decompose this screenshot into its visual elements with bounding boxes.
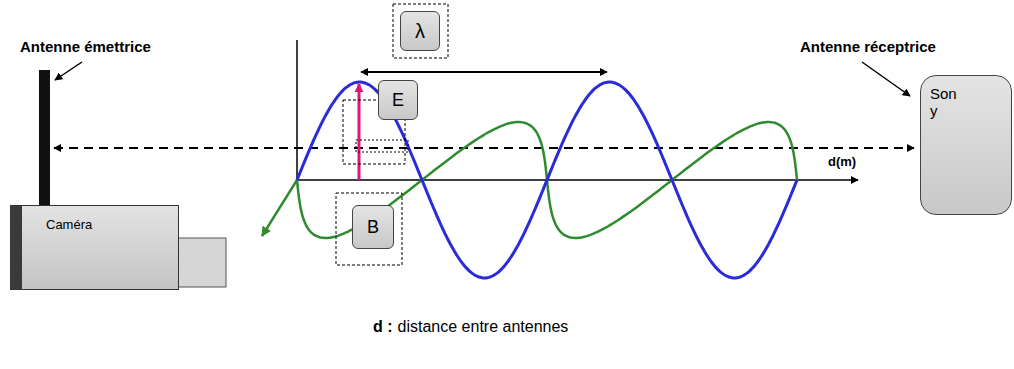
node-text: E: [392, 90, 404, 111]
symbol-box: λ: [400, 11, 440, 51]
dashed-frame: [393, 4, 448, 58]
axis-line: [262, 180, 297, 236]
dashed-frame: [336, 193, 402, 265]
electric-wave: [297, 82, 797, 278]
propagation-line: [54, 147, 914, 149]
symbol-box: E: [378, 80, 418, 120]
dotted-frame: [356, 140, 408, 152]
node-text: Son y: [930, 85, 966, 120]
camera-lens: [177, 238, 226, 287]
leader-arrow: [862, 62, 910, 96]
node-text: λ: [415, 20, 425, 43]
antenna-mast: [39, 70, 50, 210]
axis-line: [297, 179, 858, 181]
leader-arrow: [55, 62, 82, 80]
field-vector: [358, 84, 361, 180]
axis-line: [296, 40, 298, 180]
node-text: B: [367, 217, 379, 238]
node-text: Caméra: [46, 218, 154, 233]
symbol-box: B: [352, 205, 394, 249]
legend-text: distance entre antennes: [398, 318, 569, 336]
axis-label: d(m): [828, 154, 856, 169]
wavelength-arrow: [361, 71, 607, 73]
receiver-box: Son y: [920, 75, 1012, 215]
legend-key: d :: [373, 318, 393, 336]
camera-body: Caméra: [10, 205, 179, 290]
antenna-label: Antenne réceptrice: [800, 38, 936, 55]
antenna-label: Antenne émettrice: [20, 38, 151, 55]
